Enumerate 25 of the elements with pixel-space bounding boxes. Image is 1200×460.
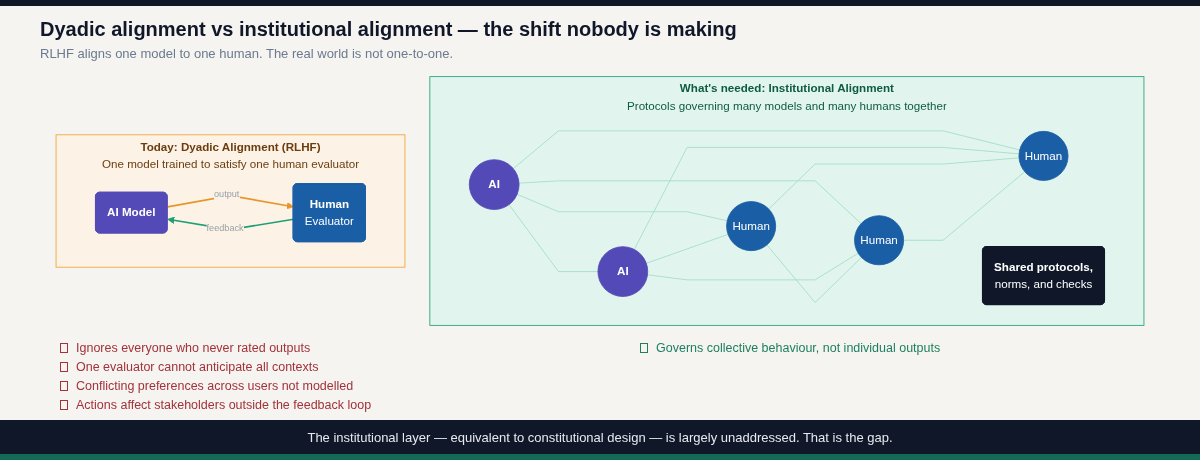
- connector: [903, 171, 1026, 241]
- list-item-text: Actions affect stakeholders outside the feedback loop: [76, 397, 372, 412]
- connector: [633, 147, 1020, 250]
- node-circle: Human: [1018, 130, 1069, 181]
- list-item-text: One evaluator cannot anticipate all contexts: [76, 359, 319, 374]
- connector: [766, 244, 862, 303]
- caption: The institutional layer — equivalent to constitutional design — is largely unaddressed. That is the gap.: [307, 429, 893, 445]
- edge-label: output: [214, 188, 240, 199]
- node-circle: AI: [597, 246, 649, 297]
- list-item-text: Conflicting preferences across users not modelled: [76, 378, 354, 393]
- list-item-text: Governs collective behaviour, not individual outputs: [656, 340, 941, 355]
- subtitle: RLHF aligns one model to one human. The real world is not one-to-one.: [40, 46, 454, 61]
- edge-label: feedback: [206, 222, 244, 233]
- title: Dyadic alignment vs institutional alignment — the shift nobody is making: [40, 18, 737, 41]
- node-circle: Human: [726, 201, 777, 252]
- connector: [512, 130, 1021, 170]
- connector: [647, 252, 859, 281]
- connector: [518, 180, 862, 224]
- connector: [508, 204, 599, 272]
- connector: [516, 193, 728, 222]
- connector: [768, 157, 1020, 210]
- connector: [645, 233, 729, 264]
- node-circle: AI: [468, 159, 520, 210]
- list-item-text: Ignores everyone who never rated outputs: [76, 340, 311, 355]
- node-circle: Human: [854, 215, 905, 266]
